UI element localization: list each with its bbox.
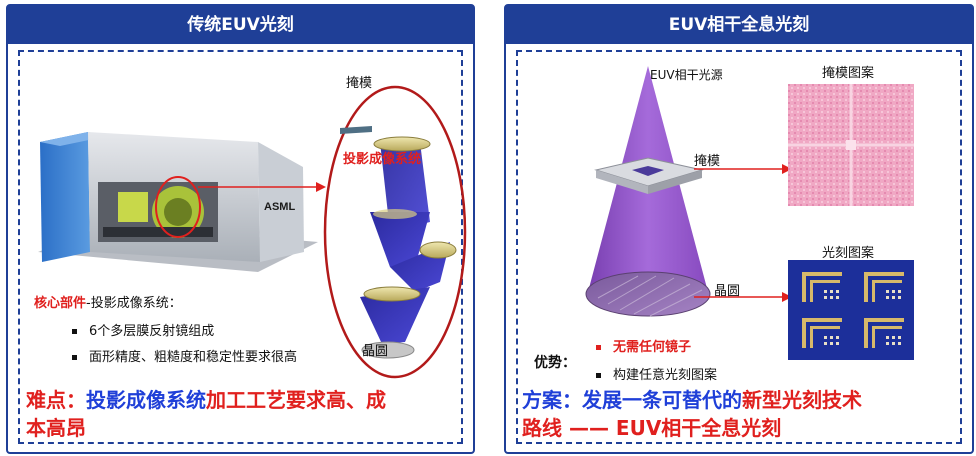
left-panel-body: ASML (18, 50, 467, 444)
difficulty-statement: 难点：投影成像系统加工工艺要求高、成 本高昂 (26, 386, 466, 442)
asml-machine-illustration: ASML (38, 132, 318, 272)
bullet-1: 6个多层膜反射镜组成 (72, 320, 214, 339)
mask-arrow (694, 164, 792, 174)
bullet-square-icon (72, 329, 77, 334)
bullet-1-text: 6个多层膜反射镜组成 (89, 324, 215, 339)
source-label: EUV相干光源 (650, 68, 723, 82)
core-suffix: -投影成像系统： (86, 296, 182, 311)
bullet-2: 面形精度、粗糙度和稳定性要求很高 (72, 346, 297, 365)
difficulty-rest-2: 本高昂 (26, 416, 86, 440)
advantage-2: 构建任意光刻图案 (596, 364, 717, 383)
difficulty-rest-1: 加工工艺要求高、成 (206, 388, 386, 412)
optics-label: 投影成像系统 (343, 152, 422, 167)
left-panel: 传统EUV光刻 (6, 4, 475, 454)
plan-statement: 方案：发展一条可替代的新型光刻技术 路线 —— EUV相干全息光刻 (522, 386, 962, 442)
mask-label: 掩模 (346, 76, 373, 91)
core-prefix: 核心部件 (34, 296, 87, 311)
bullet-square-icon (596, 373, 601, 378)
left-panel-title: 传统EUV光刻 (8, 6, 473, 44)
plan-mid: 发展一条可替代的 (582, 388, 742, 412)
zoom-arrow (198, 182, 326, 192)
right-panel-body: EUV相干光源 掩模 晶圆 掩模图案 (516, 50, 962, 444)
mask-label-right: 掩模 (694, 154, 721, 169)
plan-new: 新型光刻技术 (742, 388, 862, 412)
advantage-2-text: 构建任意光刻图案 (613, 368, 718, 383)
mask-pattern-image (788, 84, 914, 206)
wafer-label: 晶圆 (362, 344, 389, 359)
asml-logo-text: ASML (264, 201, 295, 213)
bullet-square-icon (72, 355, 77, 360)
mask-pattern-label: 掩模图案 (822, 66, 875, 81)
difficulty-system: 投影成像系统 (86, 388, 206, 412)
right-panel-title: EUV相干全息光刻 (506, 6, 972, 44)
right-panel: EUV相干全息光刻 (504, 4, 974, 454)
advantage-1-text: 无需任何镜子 (613, 340, 692, 355)
euv-cone-illustration (585, 66, 711, 317)
core-component-line: 核心部件-投影成像系统： (34, 292, 182, 311)
difficulty-prefix: 难点： (26, 388, 86, 412)
advantage-1: 无需任何镜子 (596, 336, 691, 355)
litho-pattern-image (788, 260, 914, 360)
wafer-label-right: 晶圆 (714, 284, 741, 299)
advantage-label: 优势： (534, 355, 576, 371)
bullet-2-text: 面形精度、粗糙度和稳定性要求很高 (89, 350, 298, 365)
bullet-square-icon (596, 345, 601, 350)
projection-optics-illustration (323, 85, 467, 379)
plan-line2: 路线 —— EUV相干全息光刻 (522, 416, 782, 440)
plan-prefix: 方案： (522, 388, 582, 412)
wafer-arrow (694, 292, 792, 302)
litho-pattern-label: 光刻图案 (822, 246, 875, 261)
